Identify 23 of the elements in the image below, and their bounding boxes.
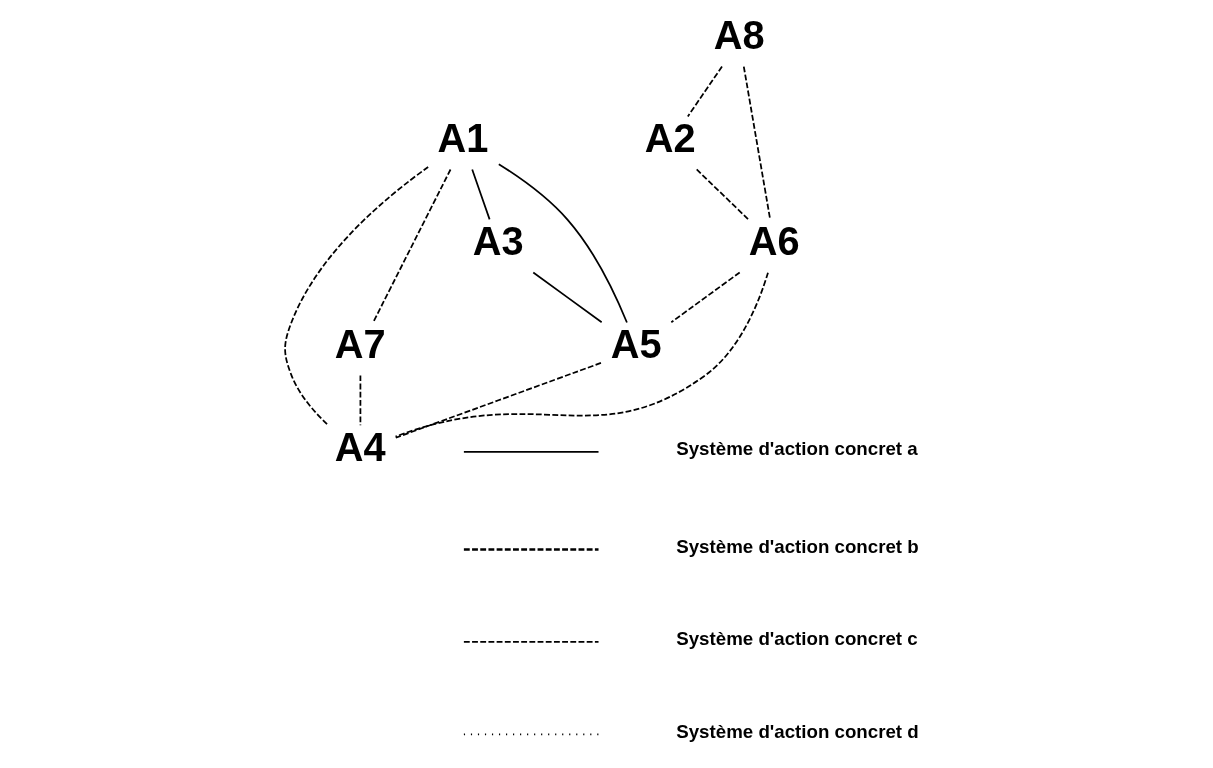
node-text: A6 bbox=[748, 218, 800, 263]
node-text: A4 bbox=[334, 424, 386, 469]
node-text: A7 bbox=[334, 321, 386, 366]
legend-label: Système d'action concret a bbox=[675, 437, 918, 459]
node-text: A8 bbox=[713, 12, 765, 57]
connector bbox=[695, 168, 749, 220]
legend-label: Système d'action concret d bbox=[675, 720, 919, 742]
connector bbox=[394, 361, 602, 439]
legend-label: Système d'action concret b bbox=[675, 535, 919, 557]
connector bbox=[531, 271, 603, 323]
connector bbox=[669, 271, 741, 323]
connector bbox=[283, 165, 429, 426]
node-text: A3 bbox=[472, 218, 524, 263]
connector bbox=[470, 168, 490, 220]
connector bbox=[394, 271, 769, 437]
connector bbox=[686, 65, 723, 117]
node-text: A2 bbox=[644, 115, 696, 160]
node-text: A5 bbox=[610, 321, 662, 366]
node-text: A1 bbox=[437, 115, 488, 160]
legend-label: Système d'action concret c bbox=[675, 627, 918, 649]
connector bbox=[497, 162, 628, 323]
connector bbox=[742, 65, 771, 220]
connector bbox=[371, 168, 451, 323]
